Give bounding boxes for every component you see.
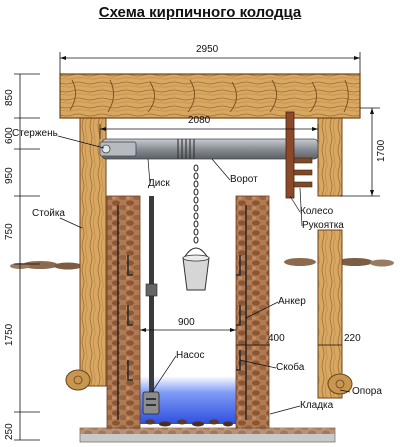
dim-inner-width: 900: [178, 317, 195, 328]
pump-pipe: [149, 196, 154, 398]
water-bottom-stones: [145, 419, 233, 427]
dim-left-750: 750: [4, 223, 15, 240]
right-post: [317, 117, 343, 197]
label-pump: Насос: [176, 350, 205, 361]
wheel: [285, 111, 295, 199]
label-anchor: Анкер: [278, 296, 306, 307]
dim-top-width: 2950: [196, 44, 219, 55]
label-wheel: Колесо: [300, 206, 334, 217]
label-bracket: Скоба: [276, 362, 305, 373]
dim-left-850: 850: [4, 89, 15, 106]
dim-right-1700: 1700: [376, 139, 387, 162]
right-brick-wall: [235, 195, 270, 429]
label-post: Стойка: [32, 208, 65, 219]
left-post-log: [65, 369, 91, 391]
dimension-arrows: [60, 56, 374, 332]
dim-left-250: 250: [4, 423, 15, 440]
label-rod: Стержень: [12, 128, 58, 139]
label-collar: Ворот: [230, 174, 258, 185]
label-disk: Диск: [148, 178, 170, 189]
wall-anchors: [117, 205, 247, 420]
top-beam-grain: [69, 79, 349, 113]
dim-post-width: 220: [344, 333, 361, 344]
dim-left-1750: 1750: [4, 323, 15, 346]
left-brick-wall: [106, 195, 141, 429]
support-log: [327, 373, 353, 395]
left-post: [79, 117, 107, 387]
bucket-handle: [183, 247, 209, 259]
label-masonry: Кладка: [300, 400, 334, 411]
handle: [293, 157, 313, 188]
page-title: Схема кирпичного колодца: [98, 4, 302, 21]
dim-wall-width: 400: [268, 333, 285, 344]
pump: [142, 391, 160, 415]
rope-coil: [177, 139, 195, 159]
bucket: [182, 257, 210, 291]
base-slab-bricks: [80, 428, 335, 434]
dim-shaft-length: 2080: [188, 115, 211, 126]
rod-end: [99, 141, 137, 157]
label-support: Опора: [352, 386, 382, 397]
dim-left-950: 950: [4, 167, 15, 184]
top-beam: [59, 73, 361, 119]
chain: [193, 164, 199, 244]
pipe-clamp: [145, 283, 158, 297]
dimension-lines: [14, 52, 380, 441]
leader-lines: [57, 135, 351, 415]
side-support-post: [317, 229, 343, 399]
label-handle: Рукоятка: [302, 220, 344, 231]
